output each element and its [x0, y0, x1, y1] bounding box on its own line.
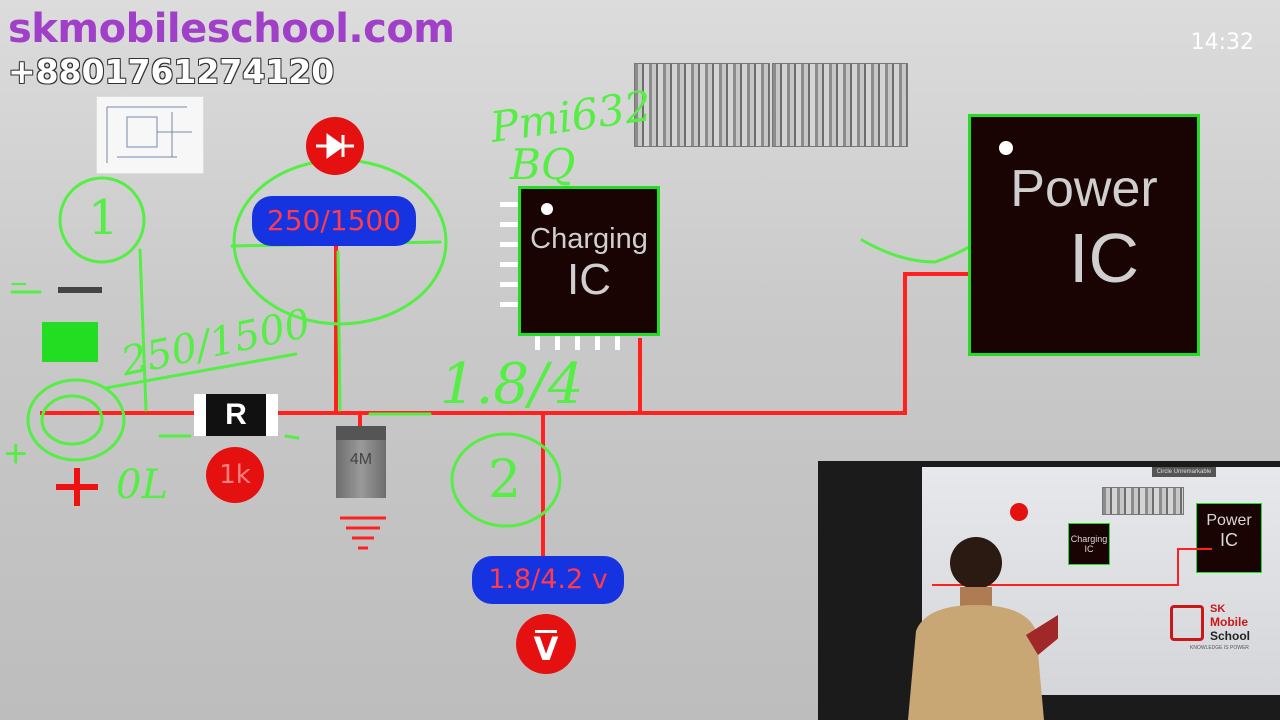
- inset-logo-mobile: Mobile: [1210, 615, 1248, 629]
- inset-wires: [932, 548, 1212, 586]
- inset-power-ic: Power IC: [1196, 503, 1262, 573]
- presenter-figure: [908, 537, 1058, 720]
- resistor-component: R: [194, 394, 278, 436]
- voltmeter-label: V: [533, 630, 559, 668]
- circle-one-note: 1: [88, 190, 119, 246]
- diode-symbol-icon: [306, 117, 364, 175]
- pcb-board-image-left: [634, 63, 770, 147]
- inset-pcb-image: [1102, 487, 1184, 515]
- presenter-inset-video: Circle Unremarkable Charging IC Power IC…: [818, 461, 1280, 720]
- resistor-value-text: 1k: [219, 460, 251, 490]
- power-ic-label-line1: Power: [1010, 160, 1158, 218]
- bq-note: BQ: [510, 140, 576, 189]
- circle-two-note: 2: [488, 450, 522, 510]
- video-timestamp: 14:32: [1190, 30, 1254, 55]
- pcb-board-image-right: [772, 63, 908, 147]
- voltage-reading-pill: 1.8/4.2 v: [472, 556, 624, 604]
- volt-note: 1.8/4: [440, 352, 584, 417]
- minus-note: −: [10, 268, 28, 301]
- voltmeter-icon: V: [516, 614, 576, 674]
- inset-logo-sk: SK: [1210, 603, 1226, 615]
- inset-logo-school: School: [1210, 629, 1251, 643]
- pin1-marker-icon: [999, 141, 1013, 155]
- inset-logo-emblem-icon: [1170, 605, 1204, 641]
- resistor-label: R: [225, 398, 247, 431]
- inset-power-ic-line1: Power: [1206, 512, 1252, 529]
- inset-charging-ic-label: Charging IC: [1070, 534, 1108, 554]
- diode-part-label: 4M: [349, 451, 373, 468]
- diode-reading-pill: 250/1500: [252, 196, 416, 246]
- schematic-drawing-icon: [106, 106, 192, 163]
- schematic-thumbnail: [96, 96, 204, 174]
- voltage-reading-text: 1.8/4.2 v: [488, 564, 608, 595]
- diode-reading-text: 250/1500: [266, 204, 402, 237]
- phone-number-watermark: +8801761274120: [8, 52, 335, 91]
- charging-ic-label-line2: IC: [567, 255, 611, 304]
- inset-logo-tagline: KNOWLEDGE IS POWER: [1190, 645, 1249, 651]
- plus-note: +: [4, 432, 28, 476]
- inset-power-ic-line2: IC: [1220, 530, 1238, 550]
- resistor-value-badge: 1k: [206, 447, 264, 503]
- charging-ic-chip: Charging IC: [518, 186, 660, 336]
- pin1-marker-icon: [541, 203, 553, 215]
- charging-ic-label-line1: Charging: [530, 223, 648, 255]
- power-ic-chip: Power IC: [968, 114, 1200, 356]
- inset-top-tab: Circle Unremarkable: [1152, 467, 1216, 477]
- ol-note: 0L: [116, 462, 169, 508]
- site-url-watermark: skmobileschool.com: [8, 6, 455, 52]
- inset-school-logo: SK Mobile School KNOWLEDGE IS POWER: [1166, 603, 1276, 659]
- diode-part-component: 4M: [336, 426, 386, 498]
- inset-diode-icon: [1010, 503, 1028, 521]
- power-ic-label-line2: IC: [1069, 219, 1139, 297]
- inset-charging-ic: Charging IC: [1068, 523, 1110, 565]
